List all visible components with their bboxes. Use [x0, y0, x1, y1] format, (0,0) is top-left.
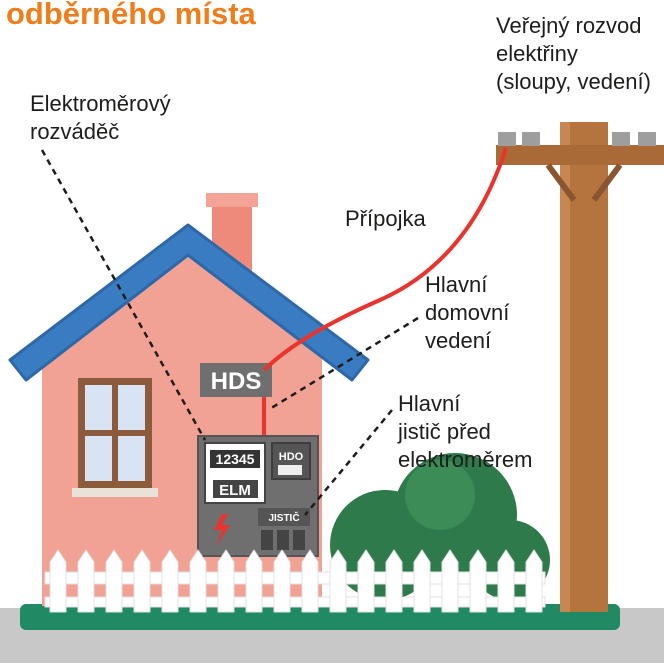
leader-line-domovni-vedeni: [267, 316, 419, 412]
leader-line-rozvadec: [40, 149, 207, 441]
label-line: jistič před: [398, 419, 491, 444]
hds-box: [200, 363, 272, 397]
label-line: Elektroměrový: [30, 91, 171, 116]
label-line: vedení: [425, 328, 492, 353]
elm-label: ELM: [219, 482, 251, 499]
meter-reading: 12345: [216, 451, 255, 467]
label-line: elektřiny: [496, 41, 578, 66]
label-line: rozváděč: [30, 119, 120, 144]
label-verejny-rozvod: Veřejný rozvod elektřiny (sloupy, vedení…: [496, 12, 651, 96]
lightning-icon: [214, 514, 230, 546]
label-line: Veřejný rozvod: [496, 13, 642, 38]
leader-line-jistic: [304, 409, 393, 516]
label-line: (sloupy, vedení): [496, 69, 651, 94]
label-line: Hlavní: [425, 272, 488, 297]
label-hlavni-domovni-vedeni: Hlavní domovní vedení: [425, 271, 509, 355]
jistic-label: JISTIČ: [268, 511, 299, 524]
label-pripojka: Přípojka: [345, 206, 426, 231]
house-roof: [8, 223, 370, 382]
meter-cabinet: [197, 435, 319, 557]
label-elektromerovy-rozvadec: Elektroměrový rozváděč: [30, 90, 171, 146]
connection-cable: [262, 147, 508, 372]
diagram-title: odběrného místa: [6, 0, 256, 31]
label-line: domovní: [425, 300, 510, 325]
fence: [44, 549, 546, 613]
hdo-label: HDO: [279, 451, 304, 463]
hds-label: HDS: [211, 368, 262, 395]
label-line: elektroměrem: [398, 447, 533, 472]
chimney-cap: [206, 193, 258, 207]
label-hlavni-jistic: Hlavní jistič před elektroměrem: [398, 390, 532, 474]
utility-pole: [496, 122, 664, 612]
label-line: Hlavní: [398, 391, 461, 416]
window: [72, 378, 158, 497]
